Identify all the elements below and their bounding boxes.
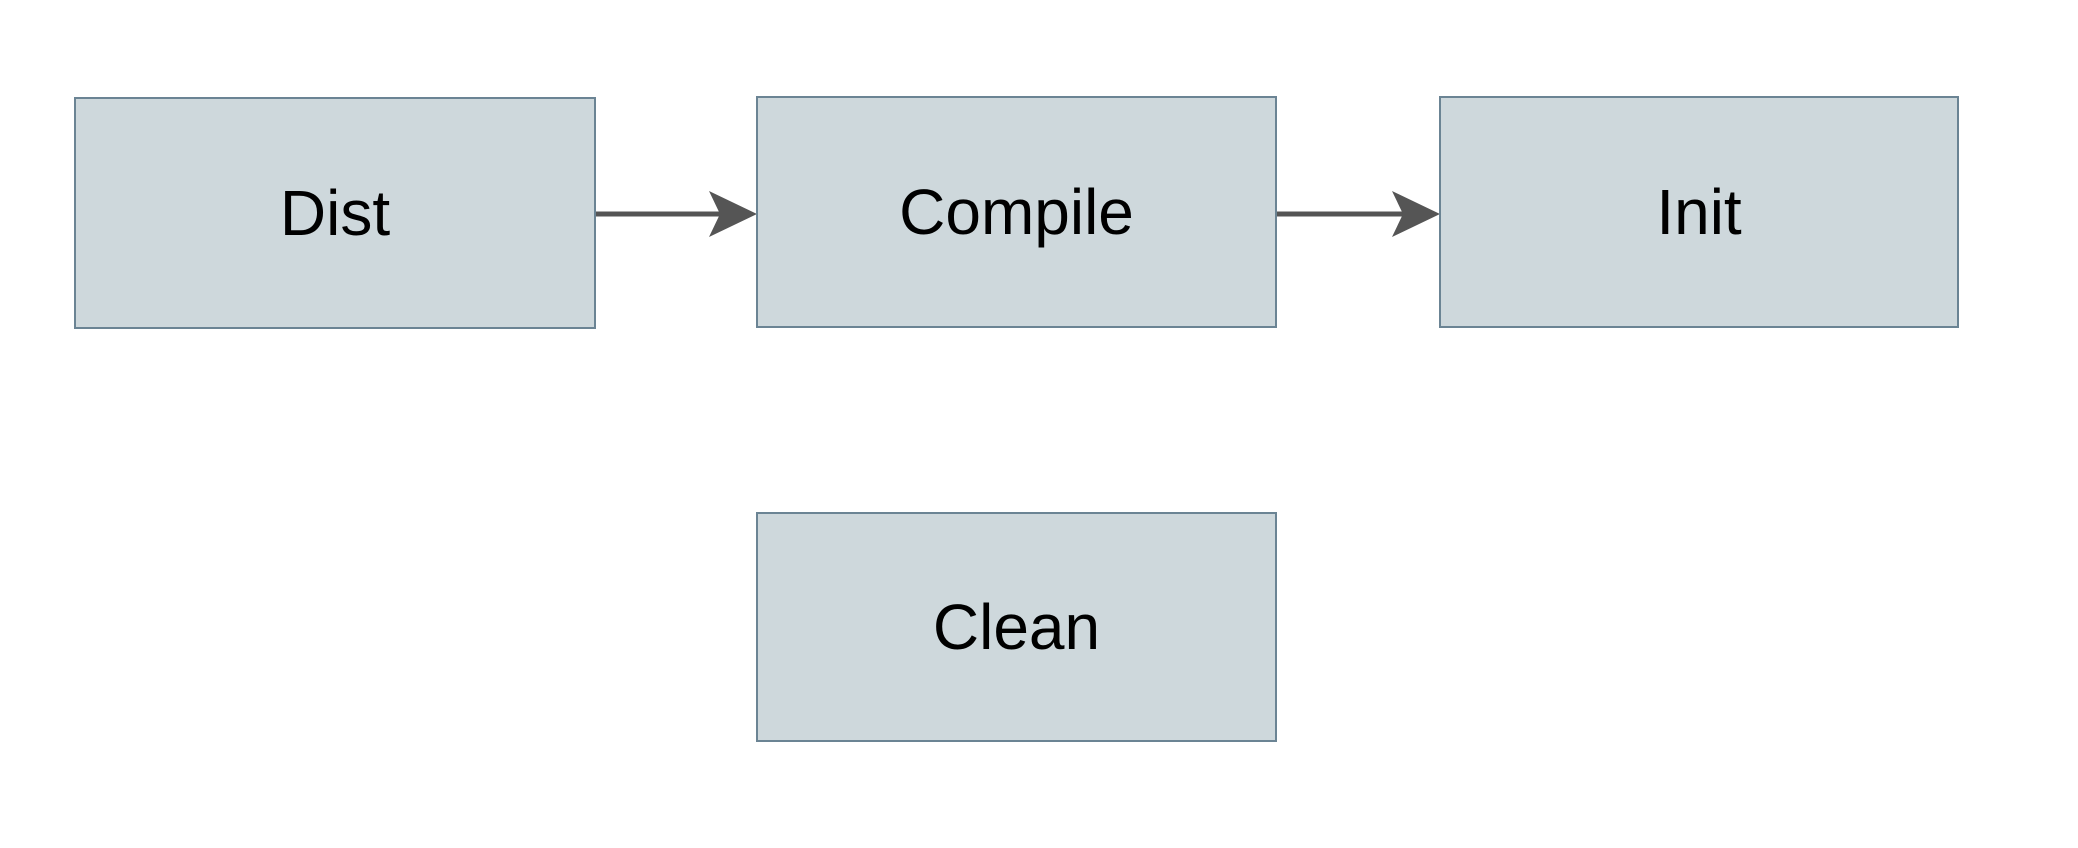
node-init[interactable]: Init [1439,96,1959,328]
arrowhead-icon [709,191,757,237]
node-compile[interactable]: Compile [756,96,1277,328]
node-dist[interactable]: Dist [74,97,596,329]
arrowhead-icon [1392,191,1440,237]
node-label-clean: Clean [932,591,1101,663]
edge-dist-to-compile[interactable] [596,191,757,237]
node-clean[interactable]: Clean [756,512,1277,742]
edge-compile-to-init[interactable] [1277,191,1440,237]
node-label-init: Init [1656,176,1742,248]
node-label-compile: Compile [899,176,1134,248]
node-label-dist: Dist [279,177,391,249]
